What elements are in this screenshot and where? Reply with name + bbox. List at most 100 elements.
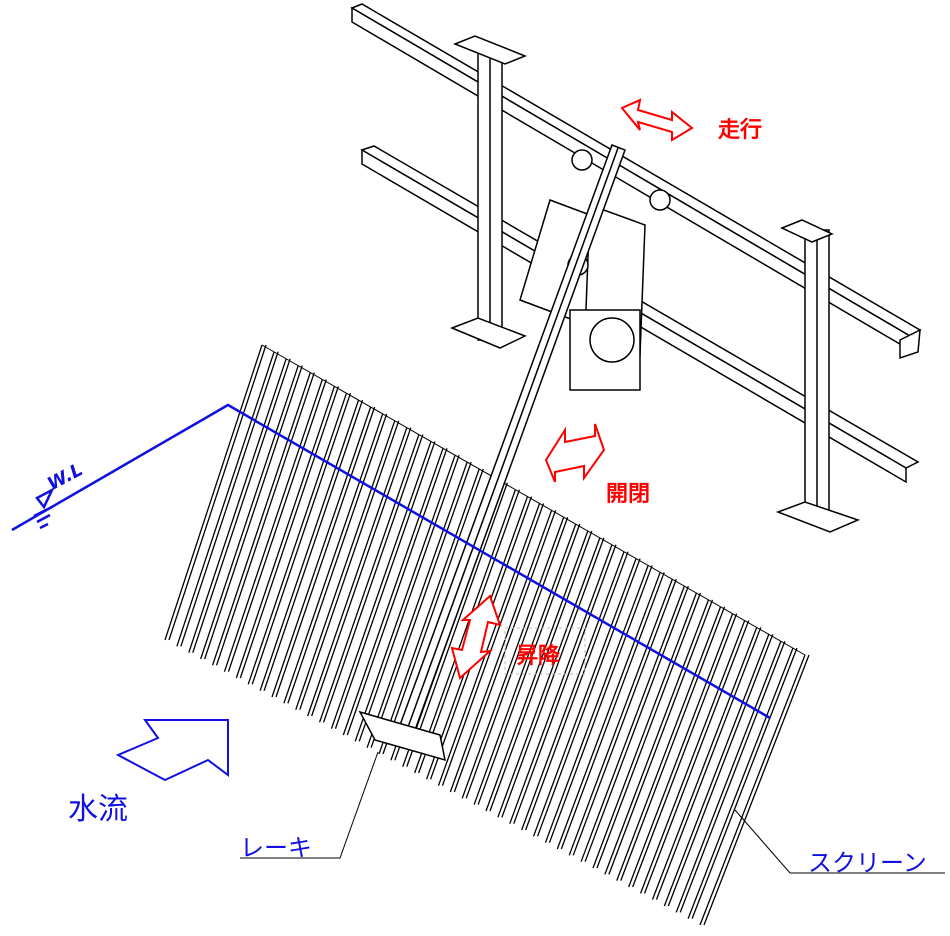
screen-bar xyxy=(485,530,589,812)
screen-bar xyxy=(489,530,593,812)
screen-bar xyxy=(235,386,336,679)
screen-bar xyxy=(275,406,376,698)
screen-bar xyxy=(406,482,508,767)
screen-bar xyxy=(525,551,629,831)
screen-top-edge xyxy=(261,344,806,656)
screen-bar xyxy=(465,517,569,799)
water-level-symbol xyxy=(33,487,55,530)
screen-bar xyxy=(620,606,726,881)
screen-bar xyxy=(604,599,710,875)
screen-bar xyxy=(192,358,291,653)
screen-bar xyxy=(592,592,698,869)
screen-bar xyxy=(223,379,323,672)
screen-bar xyxy=(239,386,340,679)
lift-arrow xyxy=(450,594,502,680)
screen-bar xyxy=(449,510,553,793)
screen-bar xyxy=(691,647,798,919)
screen-bar xyxy=(164,344,263,641)
screen-bar xyxy=(441,503,545,786)
screen-bar xyxy=(663,634,770,907)
screen-bar xyxy=(414,489,517,774)
screen-bar xyxy=(596,592,702,869)
screen-bar xyxy=(378,468,480,755)
screen-bar xyxy=(655,627,762,900)
rake-arm xyxy=(358,144,626,762)
screen-bar xyxy=(497,537,601,818)
screen-bar xyxy=(346,448,448,736)
screen-bar xyxy=(188,358,287,653)
screen-bar xyxy=(370,461,472,748)
screen-bar xyxy=(437,503,541,786)
screen-bar xyxy=(703,654,810,926)
lift-label: 昇降 xyxy=(516,644,561,669)
open-close-arrow xyxy=(544,423,606,483)
screen-bar xyxy=(608,599,714,875)
screen-bar xyxy=(501,537,605,818)
screen-bar xyxy=(532,558,637,837)
travel-arrow xyxy=(620,98,694,142)
screen-bar xyxy=(616,606,722,881)
screen-bar xyxy=(544,565,649,843)
screen-bar xyxy=(259,399,360,691)
screen-bar xyxy=(628,613,734,888)
screen-bar xyxy=(318,434,420,723)
screen-bar xyxy=(295,420,396,710)
screen-bar xyxy=(176,351,275,647)
screen-bar xyxy=(382,468,484,755)
screen-bar xyxy=(263,399,364,691)
support-posts xyxy=(449,35,861,533)
screen-bar xyxy=(679,640,786,913)
screen-bar xyxy=(342,448,444,736)
screen-bar xyxy=(204,365,303,660)
open-close-label: 開閉 xyxy=(606,482,651,507)
rake-label: レーキ xyxy=(240,834,312,862)
screen-bar xyxy=(560,572,665,850)
screen-bar xyxy=(287,413,388,704)
screen-bar xyxy=(643,620,750,894)
screen-bar xyxy=(168,344,267,641)
screen-bar xyxy=(283,413,384,704)
screen-bar xyxy=(271,406,372,698)
screen-bar xyxy=(536,558,641,837)
screen-leader-line xyxy=(734,809,945,874)
screen-bar xyxy=(311,427,412,717)
screen-bar xyxy=(215,372,315,666)
screen-bar xyxy=(548,565,653,843)
screen-bar xyxy=(247,393,348,685)
screen-bar xyxy=(651,627,758,900)
screen-bar xyxy=(251,393,352,685)
screen-bar xyxy=(180,351,279,647)
screen-bar xyxy=(334,441,436,729)
rake-leader-line xyxy=(240,751,379,859)
screen-bar xyxy=(354,455,456,742)
screen-bar xyxy=(322,434,424,723)
screen-bar xyxy=(699,654,806,926)
screen-bar xyxy=(687,647,794,919)
screen-bar xyxy=(200,365,299,660)
screen-bar xyxy=(513,544,617,824)
screen-bar xyxy=(358,455,460,742)
screen-bar xyxy=(572,578,677,856)
screen-bar xyxy=(521,551,625,831)
screen-bar xyxy=(366,461,468,748)
water-flow-label: 水流 xyxy=(68,792,128,827)
screen-bar xyxy=(556,572,661,850)
water-level-line xyxy=(11,403,771,720)
screen-label: スクリーン xyxy=(808,849,927,877)
screen-bar xyxy=(580,585,685,862)
screen-bar xyxy=(461,517,565,799)
screen-bar xyxy=(477,523,581,805)
screen-bar xyxy=(584,585,689,862)
screen-bar xyxy=(639,620,746,894)
screen-bar xyxy=(211,372,311,666)
lift-label-box xyxy=(504,627,586,675)
screen-bar xyxy=(330,441,432,729)
screen-bar xyxy=(299,420,400,710)
screen-bar xyxy=(667,634,774,907)
screen-bar xyxy=(227,379,327,672)
screen-bar xyxy=(307,427,408,717)
screen-bar xyxy=(473,523,577,805)
water-flow-arrow xyxy=(115,719,229,782)
